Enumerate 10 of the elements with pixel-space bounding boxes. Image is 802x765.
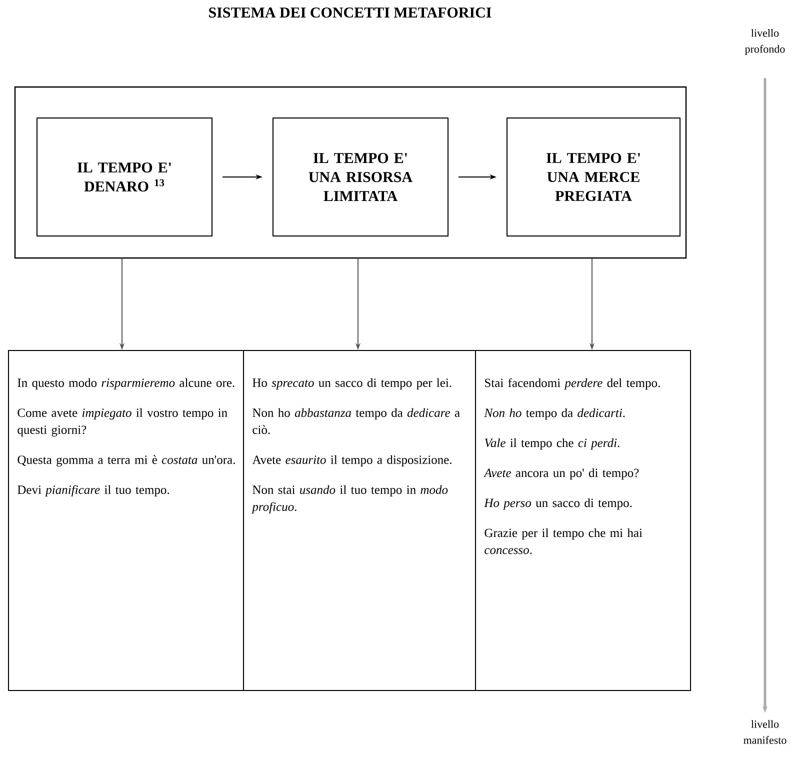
table-cell: In questo modo risparmieremo alcune ore. Come avete impiegato il vostro tempo in questi giorni? Questa gomma a terra mi è costata un'ora. Devi pianificare il tuo tempo.	[8, 350, 244, 691]
concept-box: IL TEMPO E' UNA MERCE PREGIATA	[506, 118, 680, 236]
frame-box	[14, 86, 687, 259]
concept-box: IL TEMPO E' DENARO $^{13}$	[36, 118, 212, 236]
level-label: livello profondo	[745, 29, 785, 55]
table-cell: Stai facendomi perdere del tempo. Non ho tempo da dedicarti. Vale il tempo che ci perdi. Avete ancora un po' di tempo? Ho perso un sacco di tempo. Grazie per il tempo che mi hai concesso.	[475, 350, 691, 691]
title: SISTEMA DEI CONCETTI METAFORICI	[209, 8, 492, 18]
table-cell: Ho sprecato un sacco di tempo per lei. Non ho abbastanza tempo da dedicare a ciò. Avete esaurito il tempo a disposizione. Non stai usando il tuo tempo in modo proficuo.	[243, 350, 476, 691]
level-label: livello manifesto	[744, 720, 786, 744]
concept-box: IL TEMPO E' UNA RISORSA LIMITATA	[272, 118, 448, 236]
